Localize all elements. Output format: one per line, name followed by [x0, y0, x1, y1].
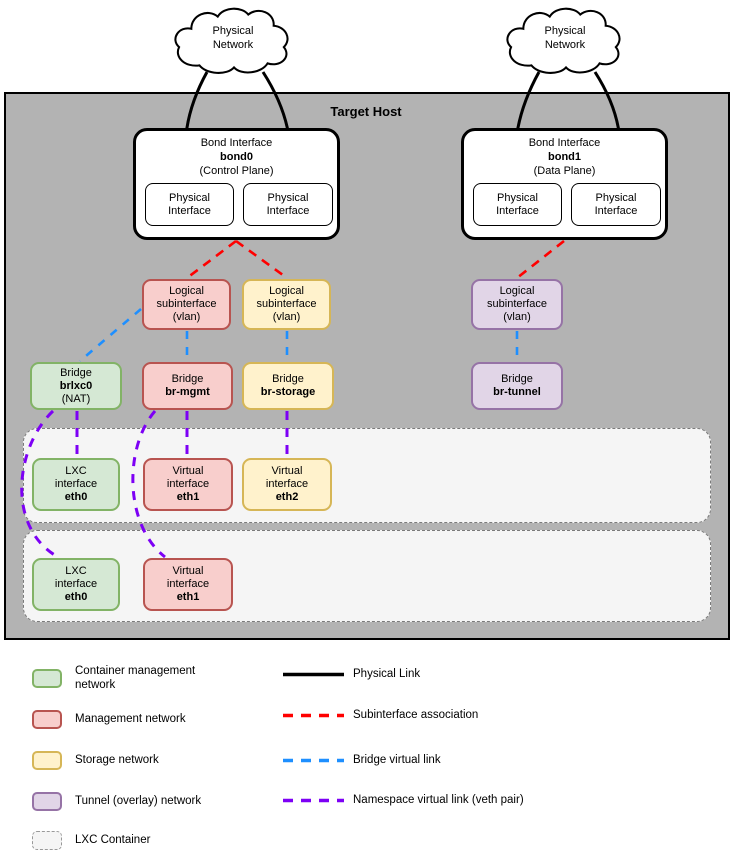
c1-lxc-interface-eth0: LXC interface eth0 — [32, 458, 120, 511]
legend-line-namespace-virtual — [283, 798, 344, 803]
cloud-label: Physical Network — [212, 25, 254, 51]
bond0-physical-interface-1: Physical Interface — [145, 183, 234, 226]
bond0-plane: (Control Plane) — [199, 165, 274, 177]
legend-swatch-container-mgmt — [32, 669, 62, 688]
legend-label-container-mgmt: Container management network — [75, 665, 196, 691]
bond1-box: Bond Interface bond1 (Data Plane) Physic… — [461, 128, 668, 240]
bridge-br-mgmt: Bridge br-mgmt — [142, 362, 233, 410]
bond1-plane: (Data Plane) — [533, 165, 596, 177]
c2-virtual-interface-eth1: Virtual interface eth1 — [143, 558, 233, 611]
bond1-physical-interface-1: Physical Interface — [473, 183, 562, 226]
bridge-br-tunnel: Bridge br-tunnel — [471, 362, 563, 410]
legend-label-bridge-virtual-link: Bridge virtual link — [353, 754, 441, 766]
legend-line-physical — [283, 672, 344, 677]
legend-swatch-lxc-container — [32, 831, 62, 850]
physical-network-cloud-left: Physical Network — [172, 4, 294, 78]
bond1-title: Bond Interface — [528, 137, 601, 149]
subinterface-storage: Logical subinterface (vlan) — [242, 279, 331, 330]
legend-label-physical-link: Physical Link — [353, 668, 421, 680]
legend-label-storage: Storage network — [75, 754, 159, 766]
legend-label-management: Management network — [75, 713, 186, 725]
legend-label-subinterface-association: Subinterface association — [353, 709, 479, 721]
container-other-services — [23, 530, 711, 622]
bond0-box: Bond Interface bond0 (Control Plane) Phy… — [133, 128, 340, 240]
bond1-physical-interface-2: Physical Interface — [571, 183, 661, 226]
cloud-label: Physical Network — [544, 25, 586, 51]
legend-label-namespace-virtual-link: Namespace virtual link (veth pair) — [353, 794, 524, 806]
legend-swatch-management — [32, 710, 62, 729]
subinterface-mgmt: Logical subinterface (vlan) — [142, 279, 231, 330]
subinterface-tunnel: Logical subinterface (vlan) — [471, 279, 563, 330]
target-host-title: Target Host — [330, 104, 402, 119]
legend-swatch-storage — [32, 751, 62, 770]
legend-line-bridge-virtual — [283, 758, 344, 763]
bond0-name: bond0 — [220, 151, 253, 163]
c1-virtual-interface-eth1: Virtual interface eth1 — [143, 458, 233, 511]
container-image-service — [23, 428, 711, 523]
legend-line-subinterface — [283, 713, 344, 718]
bond1-name: bond1 — [548, 151, 581, 163]
physical-network-cloud-right: Physical Network — [504, 4, 626, 78]
c1-virtual-interface-eth2: Virtual interface eth2 — [242, 458, 332, 511]
cloud-icon — [506, 7, 621, 74]
legend-label-lxc-container: LXC Container — [75, 834, 151, 846]
legend-swatch-tunnel — [32, 792, 62, 811]
cloud-icon — [174, 7, 289, 74]
bond0-title: Bond Interface — [200, 137, 273, 149]
bridge-br-storage: Bridge br-storage — [242, 362, 334, 410]
c2-lxc-interface-eth0: LXC interface eth0 — [32, 558, 120, 611]
bond0-physical-interface-2: Physical Interface — [243, 183, 333, 226]
bridge-brlxc0: Bridge brlxc0 (NAT) — [30, 362, 122, 410]
legend-label-tunnel: Tunnel (overlay) network — [75, 795, 202, 807]
